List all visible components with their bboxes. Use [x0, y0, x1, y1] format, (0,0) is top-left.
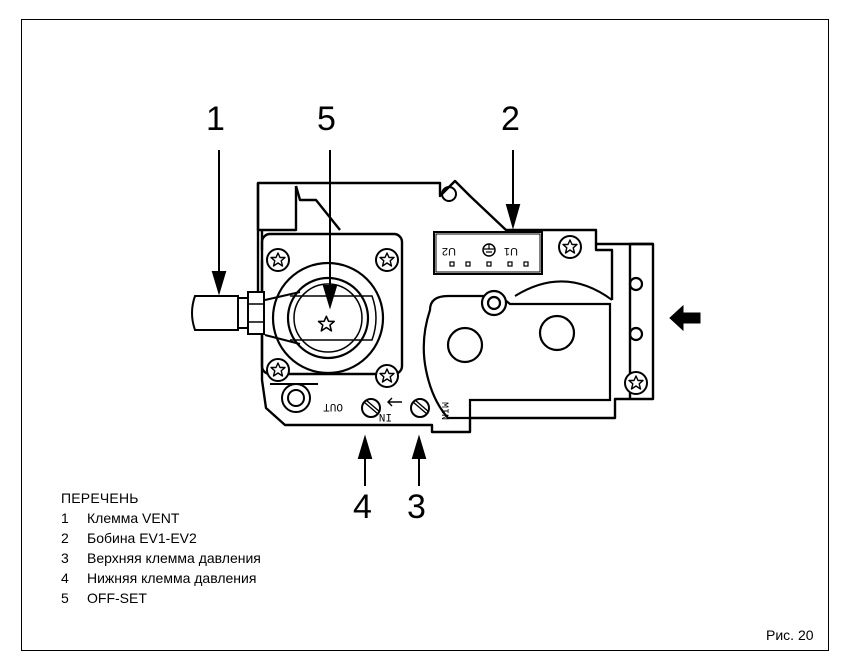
callout-5: 5 [317, 100, 336, 138]
legend-item-number: 2 [61, 530, 69, 546]
callout-arrows [211, 150, 521, 486]
figure-frame [21, 19, 829, 651]
gas-flow-arrow-icon [669, 304, 701, 332]
callout-1: 1 [206, 100, 225, 138]
legend-item: 5 OFF-SET [61, 588, 261, 608]
port-out-label: OUT [323, 400, 343, 412]
legend-item-text: Бобина EV1-EV2 [87, 530, 197, 546]
screw-icon [267, 359, 289, 381]
screw-icon [559, 236, 581, 258]
callout-3: 3 [407, 488, 426, 526]
valve-housing [256, 179, 655, 434]
legend-item-text: Клемма VENT [87, 510, 180, 526]
coil-connector [433, 231, 543, 275]
legend-item: 2 Бобина EV1-EV2 [61, 528, 261, 548]
connector-u2-label: U2 [442, 245, 456, 257]
legend-item-number: 1 [61, 510, 69, 526]
screw-icon [625, 372, 647, 394]
vent-terminal [191, 291, 265, 335]
callout-4: 4 [353, 488, 372, 526]
legend-title: ПЕРЕЧЕНЬ [61, 490, 139, 506]
legend: ПЕРЕЧЕНЬ 1 Клемма VENT 2 Бобина EV1-EV2 … [61, 488, 261, 608]
legend-item-text: OFF-SET [87, 590, 147, 606]
legend-item-number: 3 [61, 550, 69, 566]
screw-icon [267, 249, 289, 271]
legend-item-number: 5 [61, 590, 69, 606]
port-in-label: IN [379, 410, 392, 422]
port-min-label: MIN [438, 402, 449, 420]
screw-icon [376, 249, 398, 271]
legend-item: 4 Нижняя клемма давления [61, 568, 261, 588]
legend-item: 1 Клемма VENT [61, 508, 261, 528]
legend-item-text: Нижняя клемма давления [87, 570, 257, 586]
legend-item: 3 Верхняя клемма давления [61, 548, 261, 568]
legend-item-text: Верхняя клемма давления [87, 550, 261, 566]
callout-2: 2 [501, 100, 520, 138]
pressure-terminals [361, 397, 430, 418]
legend-item-number: 4 [61, 570, 69, 586]
offset-regulator [264, 261, 385, 375]
figure-label: Рис. 20 [766, 627, 814, 643]
connector-u1-label: U1 [504, 245, 518, 257]
coil-body [422, 276, 644, 420]
screw-icon [376, 365, 398, 387]
